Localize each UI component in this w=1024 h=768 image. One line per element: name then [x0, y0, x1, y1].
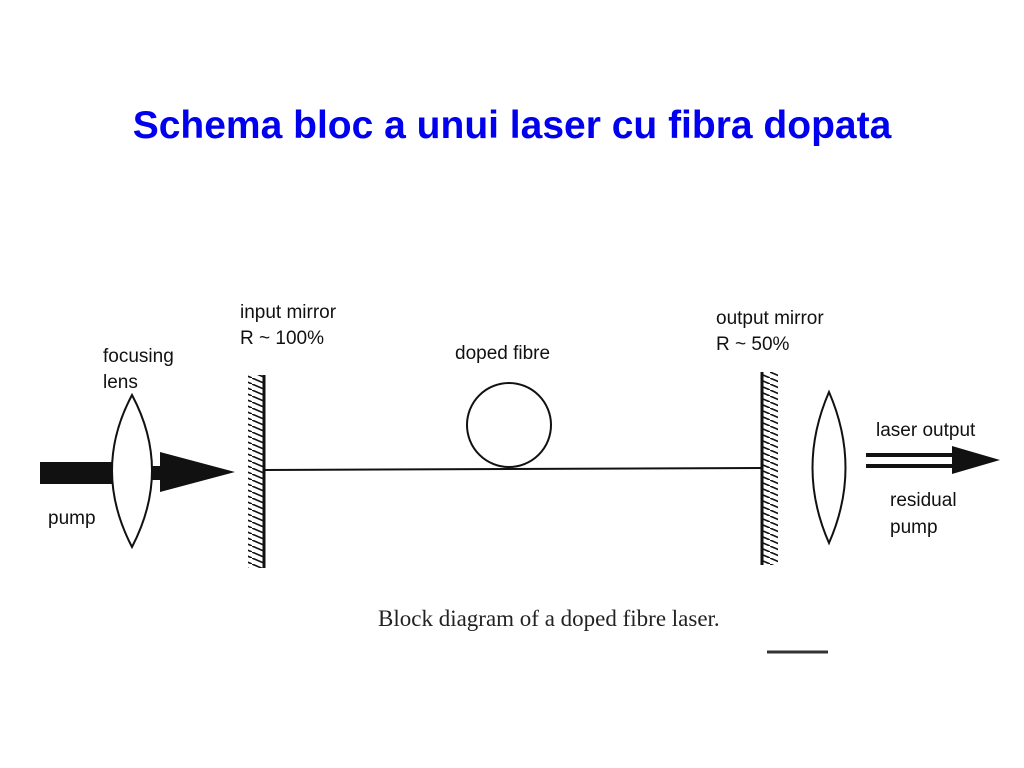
pump-label: pump — [48, 508, 96, 529]
laser-output-arrow — [866, 446, 1000, 474]
residual-pump-label-line2: pump — [890, 517, 938, 538]
slide-title: Schema bloc a unui laser cu fibra dopata — [132, 104, 892, 147]
focusing-lens — [111, 392, 153, 550]
focusing-lens-label-line2: lens — [103, 372, 138, 393]
diagram-caption: Block diagram of a doped fibre laser. — [378, 606, 720, 631]
input-mirror-label-line2: R ~ 100% — [240, 328, 324, 349]
input-mirror-label-line1: input mirror — [240, 302, 337, 323]
pump-arrow — [40, 452, 235, 492]
laser-output-label: laser output — [876, 420, 976, 441]
input-mirror — [248, 375, 266, 568]
output-lens — [811, 389, 847, 546]
output-mirror — [760, 372, 778, 565]
residual-pump-label-line1: residual — [890, 490, 957, 511]
doped-fibre-coil — [466, 382, 552, 468]
output-mirror-label-line2: R ~ 50% — [716, 334, 790, 355]
focusing-lens-label-line1: focusing — [103, 346, 174, 367]
output-mirror-label-line1: output mirror — [716, 308, 824, 329]
doped-fibre-label: doped fibre — [455, 343, 550, 364]
fibre-line — [263, 467, 763, 471]
